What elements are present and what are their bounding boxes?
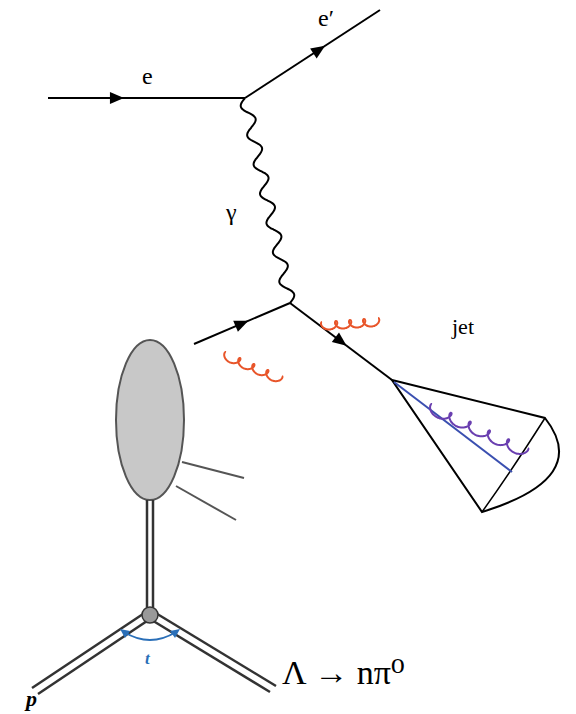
remnant-line [182,462,244,478]
photon-line [241,98,295,303]
outgoing-electron [245,10,380,98]
arrowhead [233,321,248,332]
exchange-line [146,500,149,612]
incoming-electron [48,97,245,99]
exchange-line [152,500,155,612]
jet-gluon [430,404,528,454]
proton-line [38,619,150,694]
t-arrowhead [170,629,180,638]
jet-label: jet [452,316,474,338]
jet-parton [394,382,512,472]
particle-label: p [26,688,37,710]
particle-label: γ [226,200,237,224]
incoming-quark [194,303,290,344]
outgoing-quark [290,303,392,380]
arrowhead [110,92,124,104]
gluon-line [321,318,379,329]
t-arrowhead [120,629,130,638]
arrowhead [310,46,325,59]
lambda-line [150,619,270,692]
decay-label: Λ → nπ⁰ [282,656,405,690]
gluon-line [224,352,282,381]
arrowhead [332,332,347,345]
proton-line [32,612,146,688]
jet-cone-cap [482,418,545,512]
particle-label: e′ [318,6,334,30]
momentum-transfer-label: t [145,650,150,667]
remnant-line [176,486,236,520]
proton-blob [116,340,184,500]
vertex-dot [142,607,158,623]
particle-label: e [142,64,153,88]
lambda-line [154,612,276,686]
t-arc [124,632,176,640]
jet-cone [392,380,559,512]
arrowheads [110,46,347,346]
